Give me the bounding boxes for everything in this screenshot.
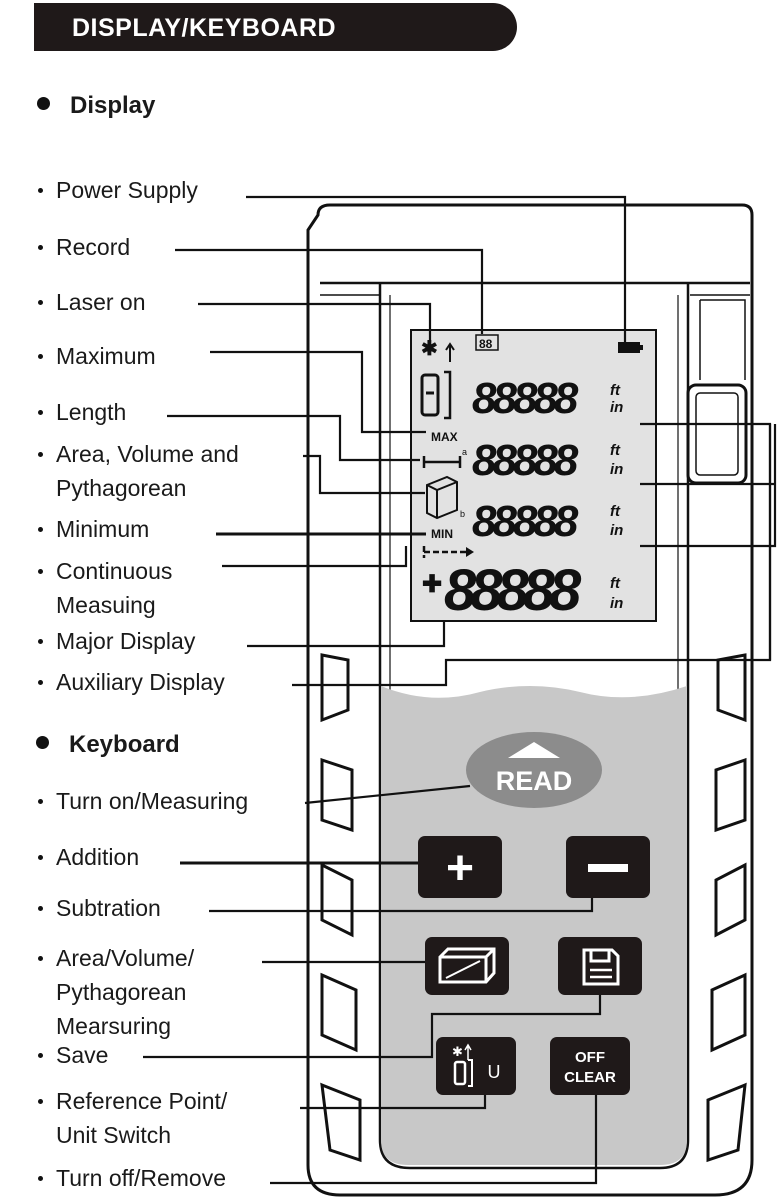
display-heading-text: Display bbox=[70, 92, 156, 119]
volume-sub-b: b bbox=[460, 509, 465, 519]
plus-button-label: + bbox=[446, 842, 474, 895]
area-volume-icon bbox=[438, 947, 496, 984]
clear-label: CLEAR bbox=[564, 1069, 616, 1086]
label-auxiliary-display: Auxiliary Display bbox=[38, 665, 225, 699]
unit-m-row-3: in bbox=[610, 522, 623, 539]
label-minimum: Minimum bbox=[38, 512, 149, 546]
volume-icon bbox=[426, 475, 458, 520]
unit-button-label: U bbox=[488, 1062, 501, 1082]
unit-m-row-2: in bbox=[610, 461, 623, 478]
lcd-major-digits: 88888 bbox=[444, 558, 582, 623]
continuous-icon bbox=[422, 546, 470, 558]
lcd-row-1-digits: 88888 bbox=[472, 374, 579, 423]
lcd-row-2-digits: 88888 bbox=[472, 436, 579, 485]
ref-point-icon bbox=[453, 1060, 467, 1086]
lcd-row-3-digits: 88888 bbox=[472, 497, 579, 546]
label-length: Length bbox=[38, 395, 126, 429]
lcd-plus-icon: ✚ bbox=[422, 571, 442, 598]
keyboard-heading-text: Keyboard bbox=[69, 731, 180, 758]
off-label: OFF bbox=[575, 1049, 605, 1066]
read-button-label: READ bbox=[496, 766, 573, 796]
header-title: DISPLAY/KEYBOARD bbox=[72, 14, 337, 42]
length-sub-a: a bbox=[462, 447, 467, 457]
laser-icon: ✱ bbox=[421, 338, 438, 360]
reference-point-icon bbox=[420, 373, 440, 417]
unit-ft-row-1: ft bbox=[610, 382, 621, 399]
bullet-icon bbox=[37, 97, 50, 110]
minus-icon bbox=[588, 864, 628, 872]
left-grip bbox=[320, 653, 362, 1163]
leader-lines bbox=[143, 195, 777, 1185]
off-clear-button bbox=[550, 1037, 630, 1095]
length-icon bbox=[422, 456, 462, 468]
unit-ft-major: ft bbox=[610, 575, 621, 592]
device-inner-panel bbox=[378, 283, 690, 1170]
label-power-supply: Power Supply bbox=[38, 173, 198, 207]
min-indicator: MIN bbox=[431, 527, 453, 541]
label-reference-point-unit: Reference Point/Unit Switch bbox=[38, 1084, 227, 1152]
label-record: Record bbox=[38, 230, 130, 264]
label-maximum: Maximum bbox=[38, 339, 156, 373]
lcd-screen bbox=[410, 329, 657, 622]
label-subtraction: Subtration bbox=[38, 891, 161, 925]
save-button bbox=[558, 937, 642, 995]
unit-ft-row-2: ft bbox=[610, 442, 621, 459]
label-addition: Addition bbox=[38, 840, 139, 874]
read-arrow-icon bbox=[508, 742, 560, 758]
record-indicator bbox=[475, 334, 499, 351]
reference-unit-button bbox=[436, 1037, 516, 1095]
right-grip bbox=[706, 653, 747, 1163]
unit-ft-row-3: ft bbox=[610, 503, 621, 520]
display-section-heading: Display bbox=[37, 92, 155, 120]
bullet-icon bbox=[36, 736, 49, 749]
plus-button bbox=[418, 836, 502, 898]
label-turn-off-remove: Turn off/Remove bbox=[38, 1161, 226, 1195]
label-turn-on-measuring: Turn on/Measuring bbox=[38, 784, 248, 818]
ref-laser-icon: ✱ bbox=[452, 1044, 463, 1059]
label-save: Save bbox=[38, 1038, 108, 1072]
unit-m-major: in bbox=[610, 595, 623, 612]
unit-m-row-1: in bbox=[610, 399, 623, 416]
read-button bbox=[466, 732, 602, 808]
label-laser-on: Laser on bbox=[38, 285, 146, 319]
record-digits: 88 bbox=[479, 337, 493, 351]
area-volume-button bbox=[425, 937, 509, 995]
save-icon bbox=[582, 948, 620, 986]
max-indicator: MAX bbox=[431, 430, 458, 444]
keyboard-section-heading: Keyboard bbox=[36, 731, 180, 759]
label-major-display: Major Display bbox=[38, 624, 195, 658]
section-header-bar: DISPLAY/KEYBOARD bbox=[34, 3, 517, 51]
battery-icon bbox=[618, 342, 640, 353]
